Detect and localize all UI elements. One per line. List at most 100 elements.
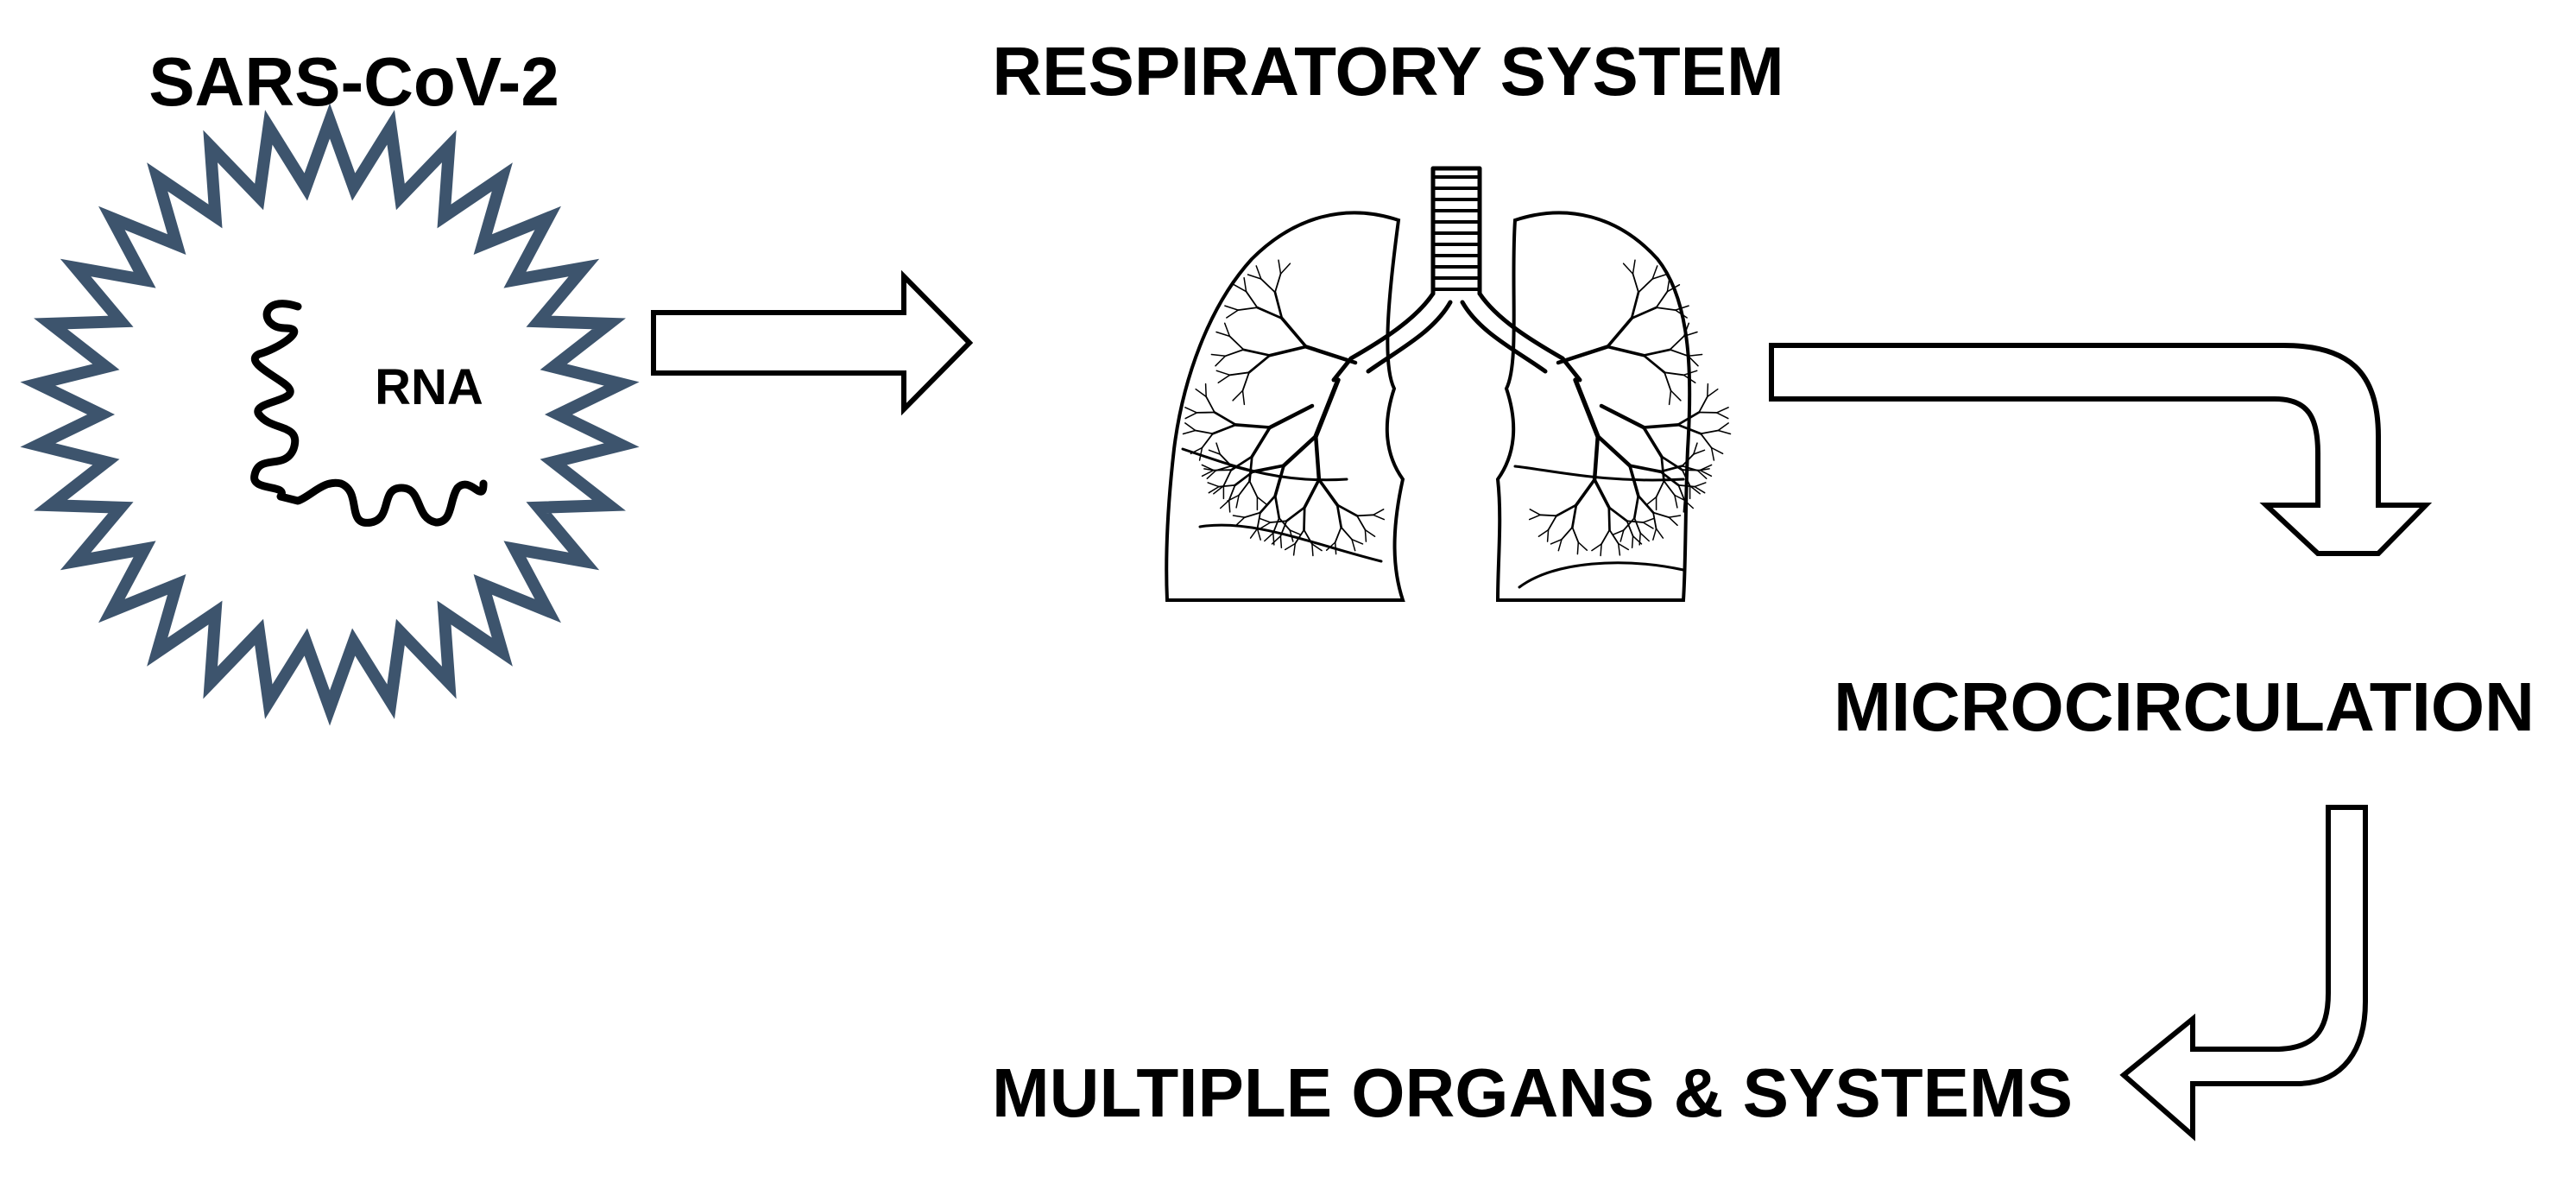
bronchiole <box>1537 528 1550 537</box>
bronchiole <box>1717 422 1729 432</box>
bronchiole <box>1269 520 1288 523</box>
right-lung-fissure <box>1513 465 1685 589</box>
bronchiole <box>1539 514 1557 517</box>
bronchiole <box>1373 509 1385 516</box>
bronchiole <box>1278 517 1291 531</box>
bronchiole <box>1268 345 1308 357</box>
left-lung <box>1165 211 1405 602</box>
bronchiole <box>1238 480 1251 497</box>
bronchiole <box>1622 263 1634 275</box>
virus-title: SARS-CoV-2 <box>148 43 559 120</box>
bronchiole <box>1576 541 1580 555</box>
bronchiole <box>1356 514 1374 517</box>
arrow-curve-down <box>1769 343 2433 556</box>
bronchiole <box>1280 316 1308 349</box>
bronchiole <box>1241 389 1246 406</box>
bronchiole <box>1233 284 1247 293</box>
bronchiole <box>1633 517 1642 535</box>
bronchiole <box>1591 543 1602 552</box>
bronchiole <box>1683 499 1686 513</box>
bronchiole <box>1617 542 1630 551</box>
bronchiole <box>1622 517 1636 531</box>
bronchiole <box>1334 526 1342 543</box>
bronchiole <box>1259 517 1272 523</box>
bronchiole <box>1655 290 1669 309</box>
bronchiole <box>1663 480 1676 497</box>
bronchiole <box>1313 433 1322 482</box>
bronchiole <box>1243 511 1261 518</box>
bronchiole <box>1235 494 1240 509</box>
bronchiole <box>1223 322 1231 338</box>
virus-icon: RNA <box>20 103 640 726</box>
bronchiole <box>1699 469 1713 478</box>
bronchiole <box>1651 265 1658 280</box>
bronchiole <box>1224 305 1239 311</box>
bronchiole <box>1289 529 1302 535</box>
bronchiole <box>1612 529 1625 535</box>
bronchiole <box>1630 291 1640 319</box>
bronchiole <box>1210 353 1227 357</box>
bronchiole <box>1664 371 1672 392</box>
bronchiole <box>1255 265 1262 280</box>
bronchiole <box>1619 529 1625 542</box>
bronchiole <box>1222 469 1233 487</box>
bronchiole <box>1675 305 1689 311</box>
bronchiole <box>1687 355 1699 367</box>
bronchiole <box>1211 423 1237 435</box>
bronchiole <box>1652 511 1657 530</box>
bronchiole <box>1201 464 1215 471</box>
rna-strand <box>250 300 488 527</box>
bronchiole <box>1279 535 1283 549</box>
bronchiole <box>1273 464 1285 497</box>
bronchiole <box>1668 515 1682 518</box>
bronchiole <box>1249 528 1259 539</box>
bronchiole <box>1245 290 1259 309</box>
bronchiole <box>1279 263 1291 275</box>
bronchiole <box>1571 503 1578 528</box>
bronchiole <box>1234 423 1272 429</box>
bronchiole <box>1303 528 1313 545</box>
bronchiole <box>1575 478 1596 507</box>
bronchiole <box>1334 541 1337 555</box>
bronchiole <box>1668 389 1672 406</box>
bronchiole <box>1294 528 1305 545</box>
bronchiole <box>1638 278 1654 294</box>
bronchiole <box>1247 354 1272 374</box>
bronchiole <box>1666 277 1670 293</box>
bronchiole <box>1675 309 1688 319</box>
lungs-icon <box>1165 166 1732 602</box>
bronchiole <box>1660 455 1665 483</box>
bronchiole <box>1693 442 1698 455</box>
bronchiole <box>1195 388 1207 398</box>
bronchiole <box>1683 322 1690 338</box>
bronchiole <box>1676 423 1702 435</box>
bronchiole <box>1546 528 1550 542</box>
bronchiole <box>1632 535 1643 545</box>
bronchiole <box>1260 278 1276 294</box>
bronchiole <box>1184 422 1196 432</box>
bronchiole <box>1700 429 1720 435</box>
bronchiole <box>1607 506 1628 522</box>
bronchiole <box>1550 538 1563 545</box>
bronchiole <box>1601 528 1611 545</box>
bronchiole <box>1256 496 1268 506</box>
bronchiole <box>1696 470 1708 479</box>
bronchiole <box>1215 442 1221 455</box>
bronchiole <box>1351 538 1356 552</box>
right-bronchial-tree <box>1528 259 1732 557</box>
bronchiole <box>1683 374 1696 383</box>
arrow-curve-left <box>2119 805 2368 1142</box>
bronchiole <box>1710 446 1715 461</box>
bronchiole <box>1206 470 1217 479</box>
bronchiole <box>1182 429 1196 435</box>
bronchiole <box>1626 520 1645 523</box>
bronchiole <box>1285 506 1306 522</box>
bronchiole <box>1557 538 1563 552</box>
bronchiole <box>1194 429 1214 435</box>
bronchiole <box>1228 335 1245 351</box>
bronchiole <box>1681 453 1695 467</box>
bronchiole <box>1260 522 1272 529</box>
bronchiole <box>1674 494 1678 509</box>
bronchiole <box>1224 348 1245 357</box>
bronchiole <box>1340 526 1353 541</box>
